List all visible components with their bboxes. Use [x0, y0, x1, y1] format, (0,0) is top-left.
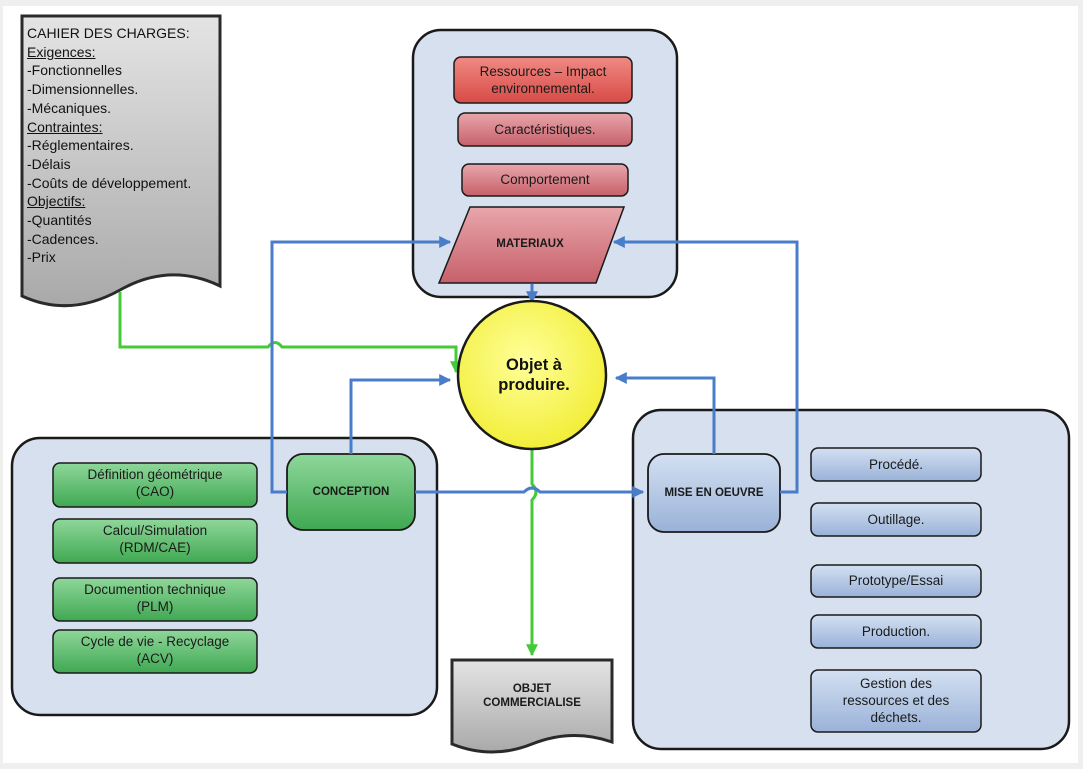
conception-item-box-3: [52, 577, 258, 622]
contraintes-heading: Contraintes:: [27, 118, 103, 135]
mise-item-label: Outillage.: [867, 512, 925, 527]
caracteristiques-label: Caractéristiques.: [494, 122, 596, 137]
conception-item-box-4: [52, 629, 258, 674]
comportement-box: [461, 163, 629, 197]
objet-line-1: Objet à: [506, 356, 562, 374]
conception-label: CONCEPTION: [312, 486, 390, 498]
ressources-line-1: Ressources – Impact: [479, 64, 607, 79]
conception-item-box-1: [52, 462, 258, 508]
mise-item-box-2: [810, 502, 982, 537]
mise-item-box-3: [810, 564, 982, 598]
objet-a-produire-label: Objet à produire.: [460, 355, 608, 395]
mise-item-box-1: [810, 447, 982, 482]
conception-to-materiaux-arrow: [270, 236, 452, 494]
mise-item-line: ressources et des: [842, 693, 950, 708]
contrainte-item: -Réglementaires.: [27, 137, 134, 154]
contrainte-item: -Délais: [27, 155, 71, 172]
objectifs-heading: Objectifs:: [27, 193, 86, 210]
conception-item-label: Documention technique (PLM): [53, 581, 257, 615]
mise-item-box-5: [810, 669, 982, 733]
objet-line-2: produire.: [498, 376, 570, 394]
contrainte-item: -Coûts de développement.: [27, 174, 192, 191]
conception-to-mise-arrow: [415, 486, 645, 498]
objet-to-commercialise-arrow: [526, 450, 538, 657]
cahier-des-charges-text: CAHIER DES CHARGES: Exigences: -Fonction…: [27, 24, 227, 267]
objectif-item: -Prix: [27, 249, 56, 266]
cahier-to-objet-arrow: [118, 292, 462, 374]
mise-item-label: Gestion des ressources et des déchets.: [811, 675, 981, 726]
caracteristiques-box: [457, 112, 633, 147]
mise-item-label: Procédé.: [868, 457, 924, 472]
cahier-document-shape: [20, 14, 222, 308]
objectif-item: -Quantités: [27, 212, 92, 229]
exigences-heading: Exigences:: [27, 43, 96, 60]
exigence-item: -Fonctionnelles: [27, 62, 122, 79]
conception-item-label: Définition géométrique (CAO): [53, 466, 257, 500]
materiaux-parallelogram: [437, 206, 626, 284]
conception-to-objet-arrow: [349, 374, 452, 454]
conception-item-label: Calcul/Simulation (RDM/CAE): [53, 522, 257, 556]
conception-item-line: (RDM/CAE): [119, 540, 191, 555]
mise-item-label: Prototype/Essai: [848, 573, 944, 588]
conception-item-box-2: [52, 518, 258, 564]
mise-to-materiaux-arrow: [612, 236, 799, 494]
mise-item-line: Gestion des: [859, 676, 933, 691]
exigence-item: -Mécaniques.: [27, 99, 112, 116]
objet-a-produire-circle: [456, 299, 608, 451]
ressources-label: Ressources – Impact environnemental.: [454, 63, 632, 97]
mise-item-label: Production.: [861, 624, 931, 639]
objet-commercialise-label: OBJET COMMERCIALISE: [452, 682, 612, 710]
commercialise-line-2: COMMERCIALISE: [483, 697, 581, 709]
mise-item-line: déchets.: [870, 710, 922, 725]
objectif-item: -Cadences.: [27, 230, 99, 247]
commercialise-line-1: OBJET: [512, 683, 552, 695]
conception-item-line: Documention technique: [84, 582, 226, 597]
mise-item-box-4: [810, 614, 982, 649]
mise-to-objet-arrow: [614, 372, 716, 454]
materiaux-label: MATERIAUX: [496, 238, 564, 250]
ressources-line-2: environnemental.: [491, 81, 595, 96]
conception-item-line: (PLM): [136, 599, 174, 614]
exigence-item: -Dimensionnelles.: [27, 81, 139, 98]
comportement-label: Comportement: [500, 172, 590, 187]
conception-item-label: Cycle de vie - Recyclage (ACV): [53, 633, 257, 667]
conception-item-line: Définition géométrique: [87, 467, 223, 482]
ressources-box: [453, 56, 633, 104]
conception-item-line: Calcul/Simulation: [102, 523, 208, 538]
cahier-title: CAHIER DES CHARGES:: [27, 25, 190, 41]
conception-item-line: (CAO): [135, 484, 175, 499]
mise-en-oeuvre-label: MISE EN OEUVRE: [664, 487, 764, 499]
objet-commercialise-shape: [450, 658, 614, 754]
conception-item-line: (ACV): [136, 651, 174, 666]
conception-item-line: Cycle de vie - Recyclage: [80, 634, 230, 649]
